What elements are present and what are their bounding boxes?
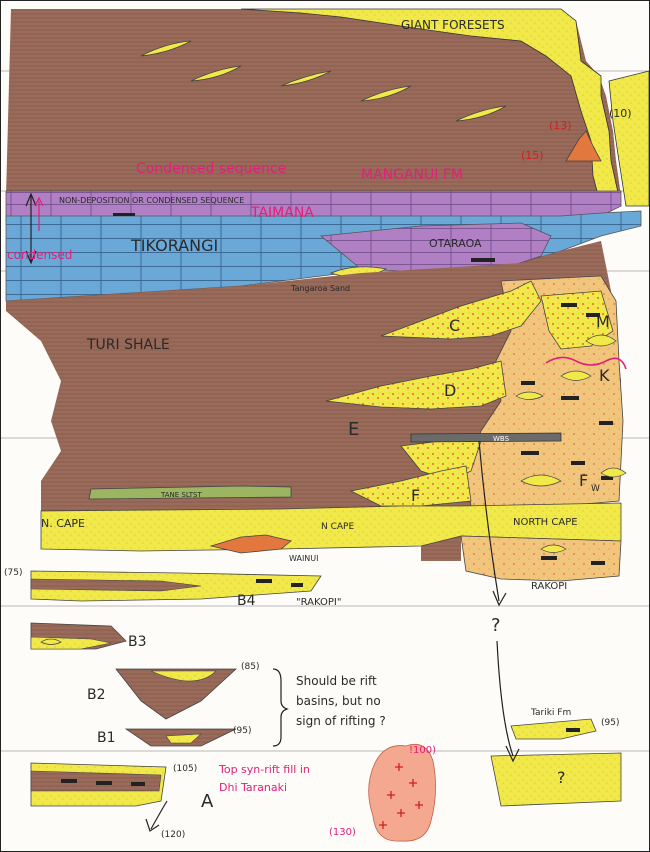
label-unit-fw: F W [579,471,600,494]
label-unit-e: E [348,419,359,440]
label-rakopi-quoted: "RAKOPI" [296,597,341,608]
label-age-120: (120) [161,830,185,840]
label-question-upper: ? [491,615,501,636]
label-age-95-right: (95) [601,718,619,728]
arrows [25,192,520,832]
label-age-100: !100) [409,745,436,756]
label-tangaroa-sand: Tangaroa Sand [290,284,350,293]
rift-brace [272,668,289,747]
label-n-cape-left: N. CAPE [41,517,85,530]
unit-c-tongue [380,280,542,340]
label-condensed-sequence: Condensed sequence [136,161,286,177]
label-unit-b1: B1 [97,730,116,746]
unit-d-tongue [325,360,507,410]
label-sync-rift-1: Top syn-rift fill in [218,763,310,776]
label-north-cape: NORTH CAPE [513,517,578,528]
condensed-marker [34,196,44,231]
label-giant-foresets: GIANT FORESETS [401,18,505,32]
label-tane-siltstone: TANE SLTST [160,491,203,499]
channel-lenses [40,334,627,645]
label-rift-note-1: Should be rift [296,674,377,688]
label-unit-m: M [596,312,610,331]
label-unit-b3: B3 [128,634,147,650]
label-manganui-fm: MANGANUI FM [361,167,463,183]
label-unit-k: K [599,366,610,385]
label-n-cape-mid: N CAPE [321,522,354,532]
label-taimana: TAIMANA [250,205,314,221]
granite-crosses [379,763,423,829]
b4-mud [30,578,202,592]
label-age-105: (105) [173,764,197,774]
label-age-130: (130) [329,827,356,838]
tariki-lens [510,718,597,740]
label-unit-fw-main: F [579,471,588,490]
label-non-deposition: NON-DEPOSITION OR CONDENSED SEQUENCE [59,196,244,205]
label-unit-c: C [449,316,460,335]
manganui-mudstone [6,9,621,196]
label-unit-fw-sub: W [591,484,600,494]
volcanic-cone [565,130,602,162]
label-age-75: (75) [4,568,22,578]
tane-siltstone [88,485,292,500]
unconformity-line [545,356,627,370]
b2-sand [150,670,217,682]
label-condensed: condensed [7,248,72,262]
label-question-lower: ? [557,768,566,787]
label-unit-d: D [444,381,456,400]
label-wbs: WBS [493,435,510,443]
label-age-85: (85) [241,662,259,672]
label-otaraoa: OTARAOA [429,237,482,250]
b1-sand [165,733,202,744]
label-age-10: (10) [609,107,632,120]
lower-right-sand [490,752,622,807]
label-tariki-fm: Tariki Fm [530,708,571,718]
unit-m-sand [540,290,614,350]
label-turi-shale: TURI SHALE [86,337,170,353]
label-rakopi: RAKOPI [531,581,567,592]
label-unit-f: F [411,486,420,505]
shale-marks [61,213,613,786]
wainui-volcanic [209,534,292,554]
label-sync-rift-2: Dhi Taranaki [219,781,287,794]
label-age-13: (13) [549,119,572,132]
b2-basin [115,668,238,720]
wbs-bar [410,432,562,443]
label-rift-note-2: basins, but no [296,694,381,708]
label-unit-b2: B2 [87,687,106,703]
label-tikorangi: TIKORANGI [130,236,218,255]
label-unit-a: A [201,791,214,812]
label-age-95-left: (95) [233,726,251,736]
right-sand-strip [608,70,649,207]
label-wainui: WAINUI [289,554,319,563]
label-rift-note-3: sign of rifting ? [296,714,386,728]
granite-blob [368,743,436,842]
label-unit-b4: B4 [237,593,256,609]
label-age-15: (15) [521,149,544,162]
foreset-lenses [140,40,507,122]
